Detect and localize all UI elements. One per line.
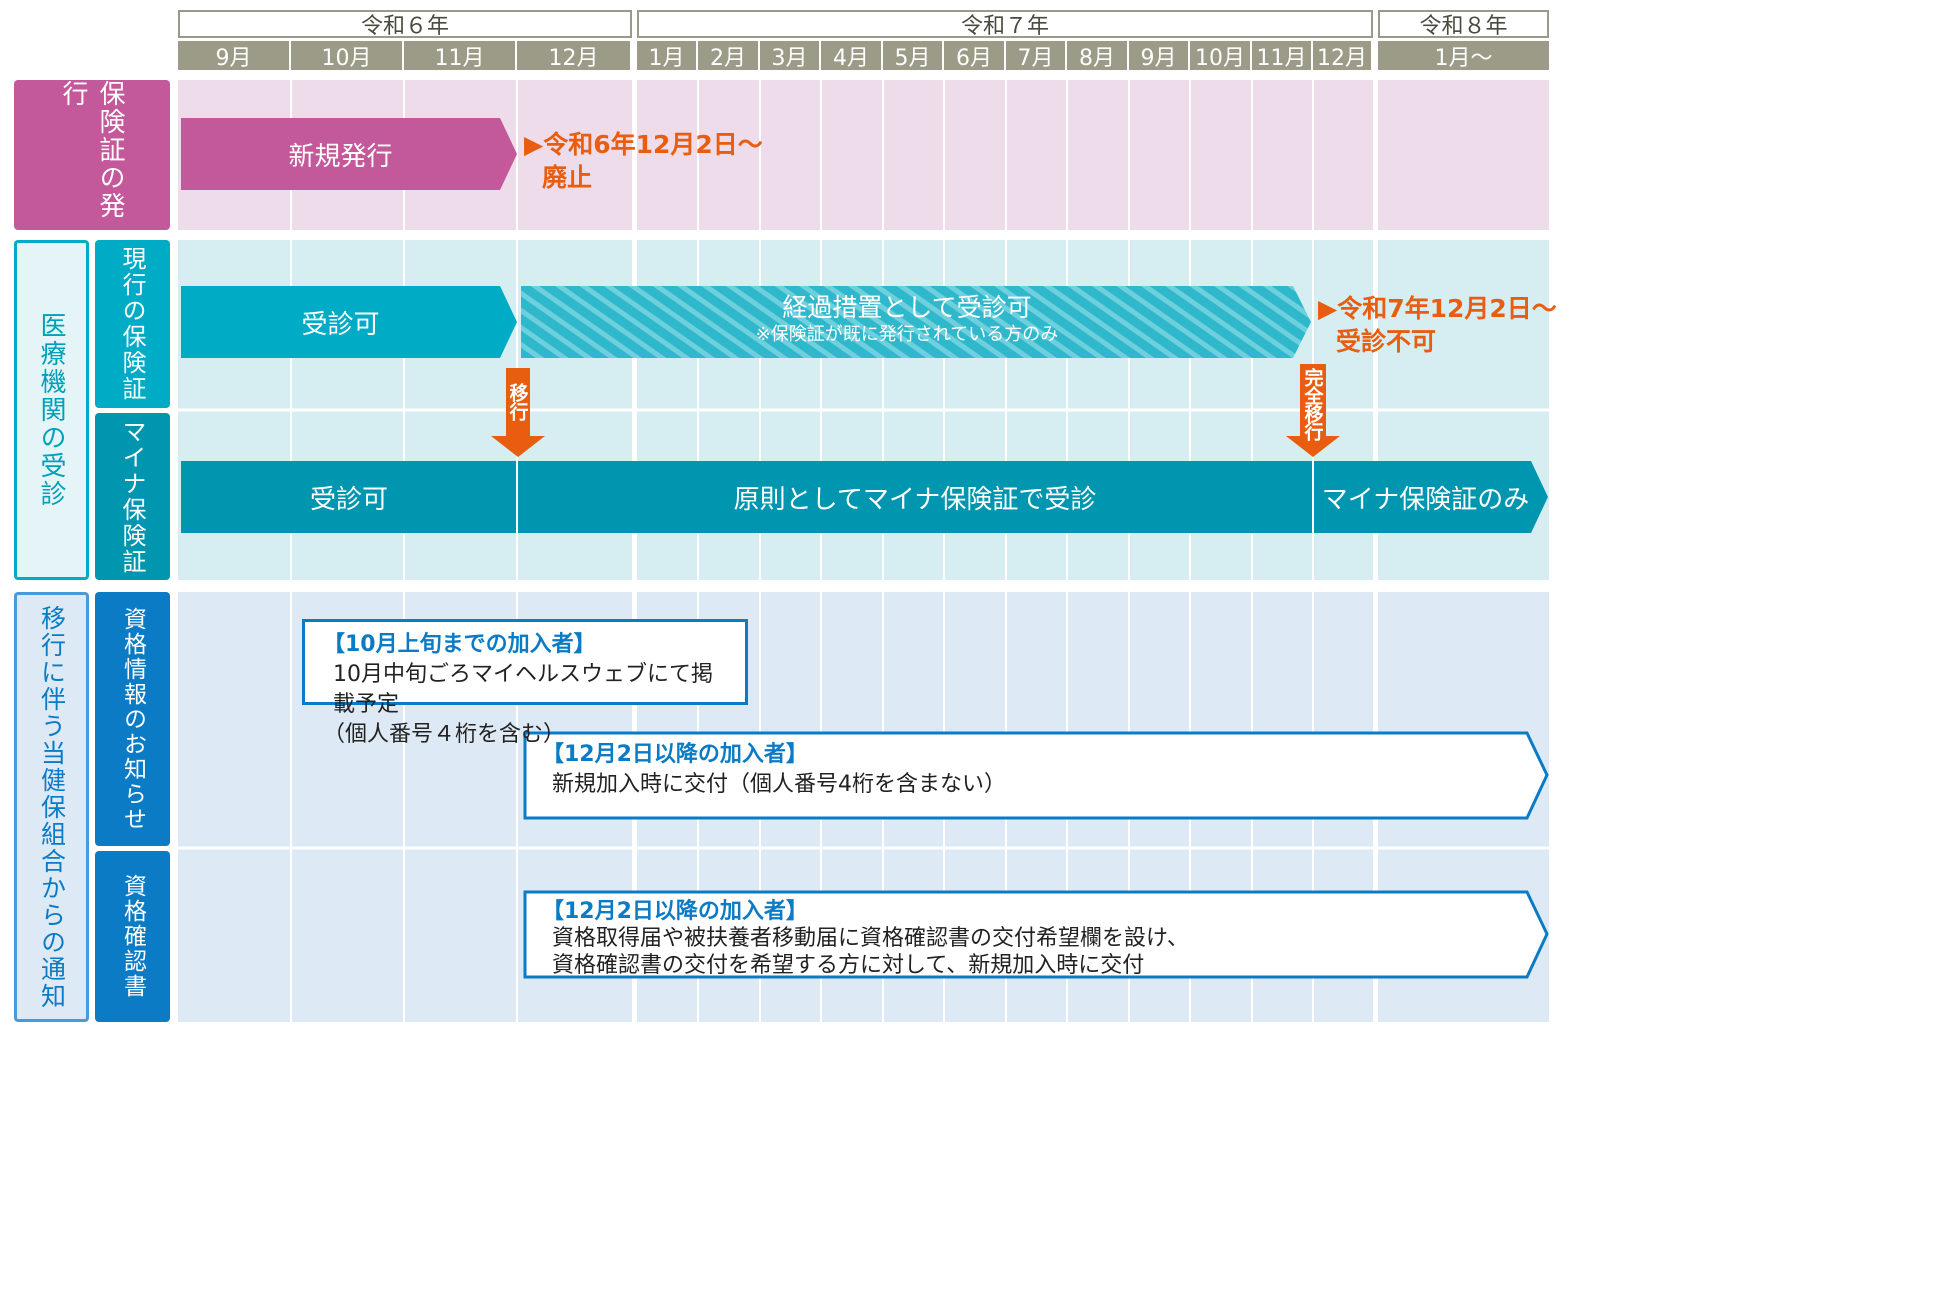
year-r8: 令和８年	[1378, 10, 1549, 39]
month-header: 11月	[404, 41, 517, 71]
transition-note: ※保険証が既に発行されている方のみ	[755, 324, 1059, 345]
month-header: 11月	[1252, 41, 1313, 71]
month-header: 4月	[821, 41, 883, 71]
notice-box-new-members-info: 【12月2日以降の加入者】 新規加入時に交付（個人番号4桁を含まない）	[528, 740, 1518, 800]
month-header: 12月	[517, 41, 632, 71]
current-ok-bar	[181, 286, 517, 358]
year-r6: 令和６年	[178, 10, 632, 39]
arrow-full	[1286, 364, 1340, 457]
transition-text: 経過措置として受診可 ※保険証が既に発行されている方のみ	[521, 292, 1293, 352]
label-myna-card: マイナ保険証	[95, 413, 170, 580]
box-2-heading: 【12月2日以降の加入者】	[542, 742, 808, 767]
month-header: 10月	[291, 41, 404, 71]
box-2-line1: 新規加入時に交付（個人番号4桁を含まない）	[552, 772, 1006, 797]
notice-box-early-members: 【10月上旬までの加入者】 10月中旬ごろマイヘルスウェブにて掲載予定 （個人番…	[302, 619, 748, 747]
myna-bar	[181, 461, 1548, 533]
transition-title: 経過措置として受診可	[782, 293, 1032, 322]
new-issue-end-line2: 廃止	[542, 163, 593, 192]
label-current-card: 現行の保険証	[95, 240, 170, 408]
month-header: 10月	[1190, 41, 1252, 71]
new-issue-text: 新規発行	[288, 141, 393, 172]
box-1-line1: 10月中旬ごろマイヘルスウェブにて掲載予定	[333, 662, 713, 717]
arrow-full-label: 完全移行	[1301, 368, 1324, 440]
box-3-outline	[523, 890, 1549, 979]
new-issue-bar	[181, 118, 517, 190]
current-end-line2: 受診不可	[1336, 327, 1437, 356]
box-3-heading: 【12月2日以降の加入者】	[542, 899, 808, 924]
month-header: 9月	[1129, 41, 1190, 71]
month-header: 3月	[760, 41, 821, 71]
notice-box-new-members-cert: 【12月2日以降の加入者】 資格取得届や被扶養者移動届に資格確認書の交付希望欄を…	[528, 898, 1518, 979]
month-header: 7月	[1006, 41, 1067, 71]
label-qualification-info: 資格情報のお知らせ	[95, 592, 170, 846]
transition-bar	[521, 286, 1311, 358]
month-header: 8月	[1067, 41, 1129, 71]
month-header: 6月	[944, 41, 1006, 71]
myna-principle-text: 原則としてマイナ保険証で受診	[733, 484, 1097, 515]
current-end-line1: ▶令和7年12月2日〜	[1318, 294, 1557, 323]
month-header: 9月	[178, 41, 291, 71]
label-notice: 移行に伴う当健保組合からの通知	[14, 592, 89, 1022]
myna-only-text: マイナ保険証のみ	[1321, 484, 1530, 515]
current-end-note: ▶令和7年12月2日〜 受診不可	[1318, 292, 1558, 358]
arrow-move-label: 移行	[506, 383, 529, 421]
box-3-line1: 資格取得届や被扶養者移動届に資格確認書の交付希望欄を設け、	[552, 926, 1189, 951]
box-1-line2: （個人番号４桁を含む）	[323, 722, 566, 747]
label-medical: 医療機関の受診	[14, 240, 89, 580]
label-qualification-cert: 資格確認書	[95, 851, 170, 1022]
month-header: 1月〜	[1378, 41, 1549, 71]
new-issue-end-note: ▶令和6年12月2日〜 廃止	[524, 128, 784, 194]
box-2-outline	[523, 731, 1549, 820]
box-1-heading: 【10月上旬までの加入者】	[323, 632, 596, 657]
year-r7: 令和７年	[637, 10, 1373, 39]
month-header: 1月	[637, 41, 698, 71]
box-3-line2: 資格確認書の交付を希望する方に対して、新規加入時に交付	[552, 953, 1145, 978]
month-header: 5月	[883, 41, 944, 71]
month-header: 2月	[698, 41, 760, 71]
month-header: 12月	[1313, 41, 1373, 71]
arrow-move	[491, 368, 545, 457]
myna-ok-text: 受診可	[309, 484, 388, 515]
label-issue: 保険証の発行	[14, 80, 170, 230]
current-ok-text: 受診可	[301, 309, 380, 340]
new-issue-end-line1: ▶令和6年12月2日〜	[524, 130, 763, 159]
